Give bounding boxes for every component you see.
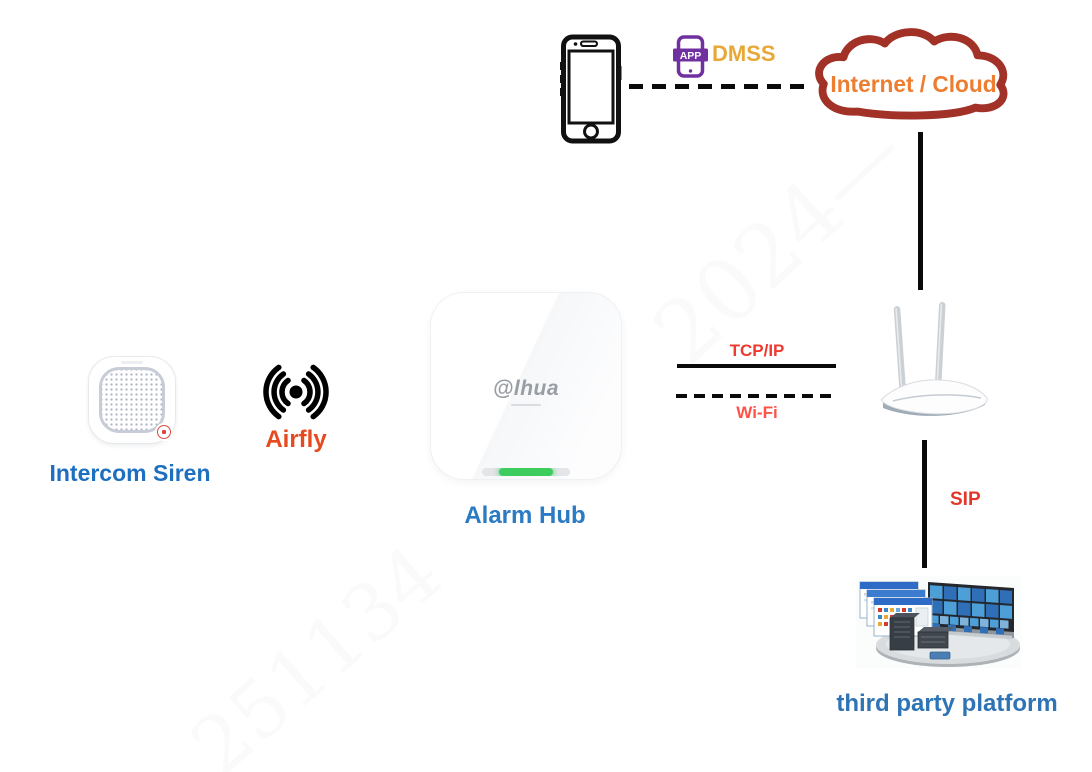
link-router-to-platform-sip bbox=[922, 440, 927, 568]
dmss-label: DMSS bbox=[712, 41, 776, 66]
hub-led-green bbox=[499, 468, 553, 476]
alarm-hub-device: @lhua bbox=[430, 292, 622, 480]
link-hub-to-router-wifi bbox=[676, 394, 836, 398]
sip-label: SIP bbox=[950, 489, 981, 510]
siren-logo bbox=[121, 361, 143, 364]
airfly-wireless-icon bbox=[263, 364, 329, 420]
intercom-siren-label: Intercom Siren bbox=[49, 460, 211, 486]
link-phone-to-cloud bbox=[629, 84, 811, 89]
wireless-router-icon bbox=[880, 302, 988, 416]
wifi-label: Wi-Fi bbox=[736, 403, 778, 422]
third-party-platform-label: third party platform bbox=[836, 690, 1058, 717]
svg-text:APP: APP bbox=[680, 50, 702, 62]
hub-led-strip bbox=[482, 468, 570, 476]
siren-button bbox=[157, 425, 171, 439]
intercom-siren-device bbox=[88, 356, 176, 444]
watermark-number: 251134 bbox=[174, 529, 459, 772]
alarm-hub-label: Alarm Hub bbox=[464, 502, 586, 529]
internet-cloud-icon: Internet / Cloud bbox=[815, 28, 1008, 120]
siren-speaker-grille bbox=[99, 367, 165, 433]
link-hub-to-router-tcpip bbox=[677, 364, 836, 368]
link-cloud-to-router bbox=[918, 132, 923, 290]
smartphone-icon bbox=[560, 34, 622, 144]
airfly-label: Airfly bbox=[265, 426, 327, 453]
dahua-logo: @lhua bbox=[431, 377, 621, 406]
cloud-label: Internet / Cloud bbox=[830, 71, 996, 97]
third-party-platform-image bbox=[856, 576, 1022, 668]
tcpip-label: TCP/IP bbox=[729, 341, 785, 360]
app-badge-icon: APP bbox=[673, 35, 708, 78]
